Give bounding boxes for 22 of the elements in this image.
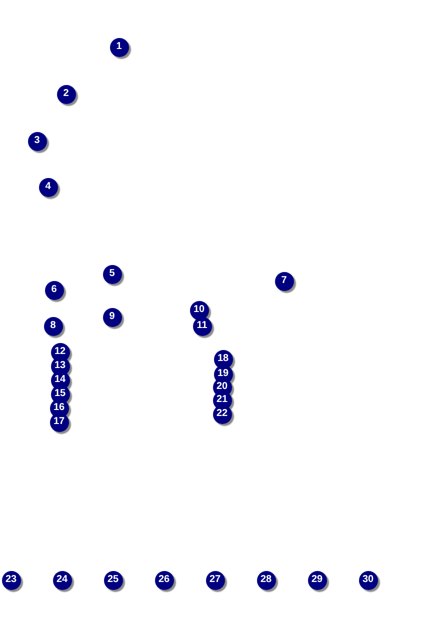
callout-number: 28	[256, 570, 276, 590]
callout-number: 18	[214, 350, 232, 368]
callout-number: 30	[358, 570, 378, 590]
callout-number: 11	[192, 316, 212, 336]
callout-number: 6	[44, 280, 64, 300]
callout-number: 23	[2, 570, 20, 590]
callout-number: 3	[28, 132, 46, 150]
callout-number: 17	[50, 412, 68, 432]
callout-number: 1	[110, 38, 128, 56]
callout-number: 8	[44, 316, 62, 336]
callout-number: 29	[308, 570, 326, 590]
callout-number: 5	[102, 264, 122, 284]
callout-number: 4	[38, 178, 58, 196]
callout-number: 27	[206, 570, 224, 590]
callout-number: 24	[52, 570, 72, 590]
callout-number: 26	[154, 570, 174, 590]
callout-number: 9	[102, 308, 122, 326]
callout-number: 10	[190, 300, 208, 320]
callout-number: 25	[104, 570, 122, 590]
callout-number: 2	[56, 84, 76, 104]
callout-number: 22	[212, 404, 232, 424]
callout-number: 7	[274, 272, 294, 290]
